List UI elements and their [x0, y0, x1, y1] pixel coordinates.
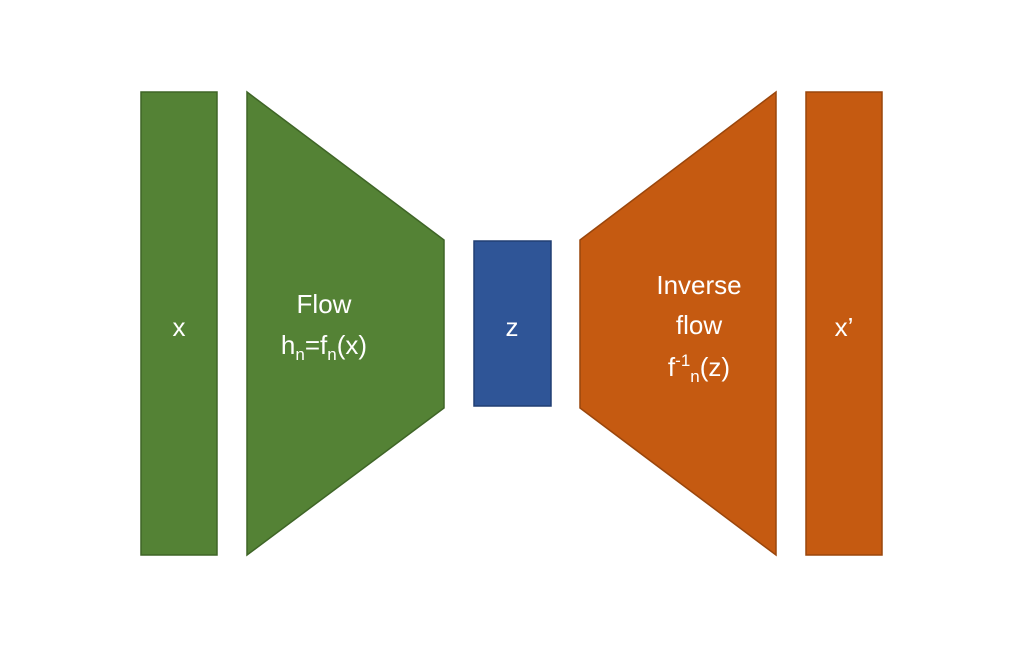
inverse-flow-equation: f-1n(z) [668, 351, 730, 386]
inverse-flow-title-line2: flow [676, 310, 722, 340]
output-label: x’ [835, 312, 854, 342]
input-label: x [173, 312, 186, 342]
flow-equation: hn=fn(x) [281, 330, 367, 364]
latent-label: z [506, 312, 519, 342]
flow-eq-equals-f: =f [305, 330, 328, 360]
inverse-flow-trapezoid [579, 90, 777, 557]
input-block [140, 91, 218, 556]
flow-trapezoid [246, 90, 445, 557]
flow-eq-argument: (x) [337, 330, 367, 360]
latent-block [473, 240, 552, 407]
flow-title: Flow [297, 289, 352, 319]
inverse-flow-title-line1: Inverse [656, 270, 741, 300]
flow-eq-f-subscript: n [327, 345, 336, 364]
flow-eq-h-subscript: n [295, 345, 304, 364]
inverse-eq-subscript: n [690, 367, 699, 386]
inverse-eq-argument: (z) [700, 352, 730, 382]
output-block [805, 91, 883, 556]
inverse-eq-superscript: -1 [675, 351, 690, 370]
flow-eq-h: h [281, 330, 295, 360]
inverse-eq-f: f [668, 352, 676, 382]
